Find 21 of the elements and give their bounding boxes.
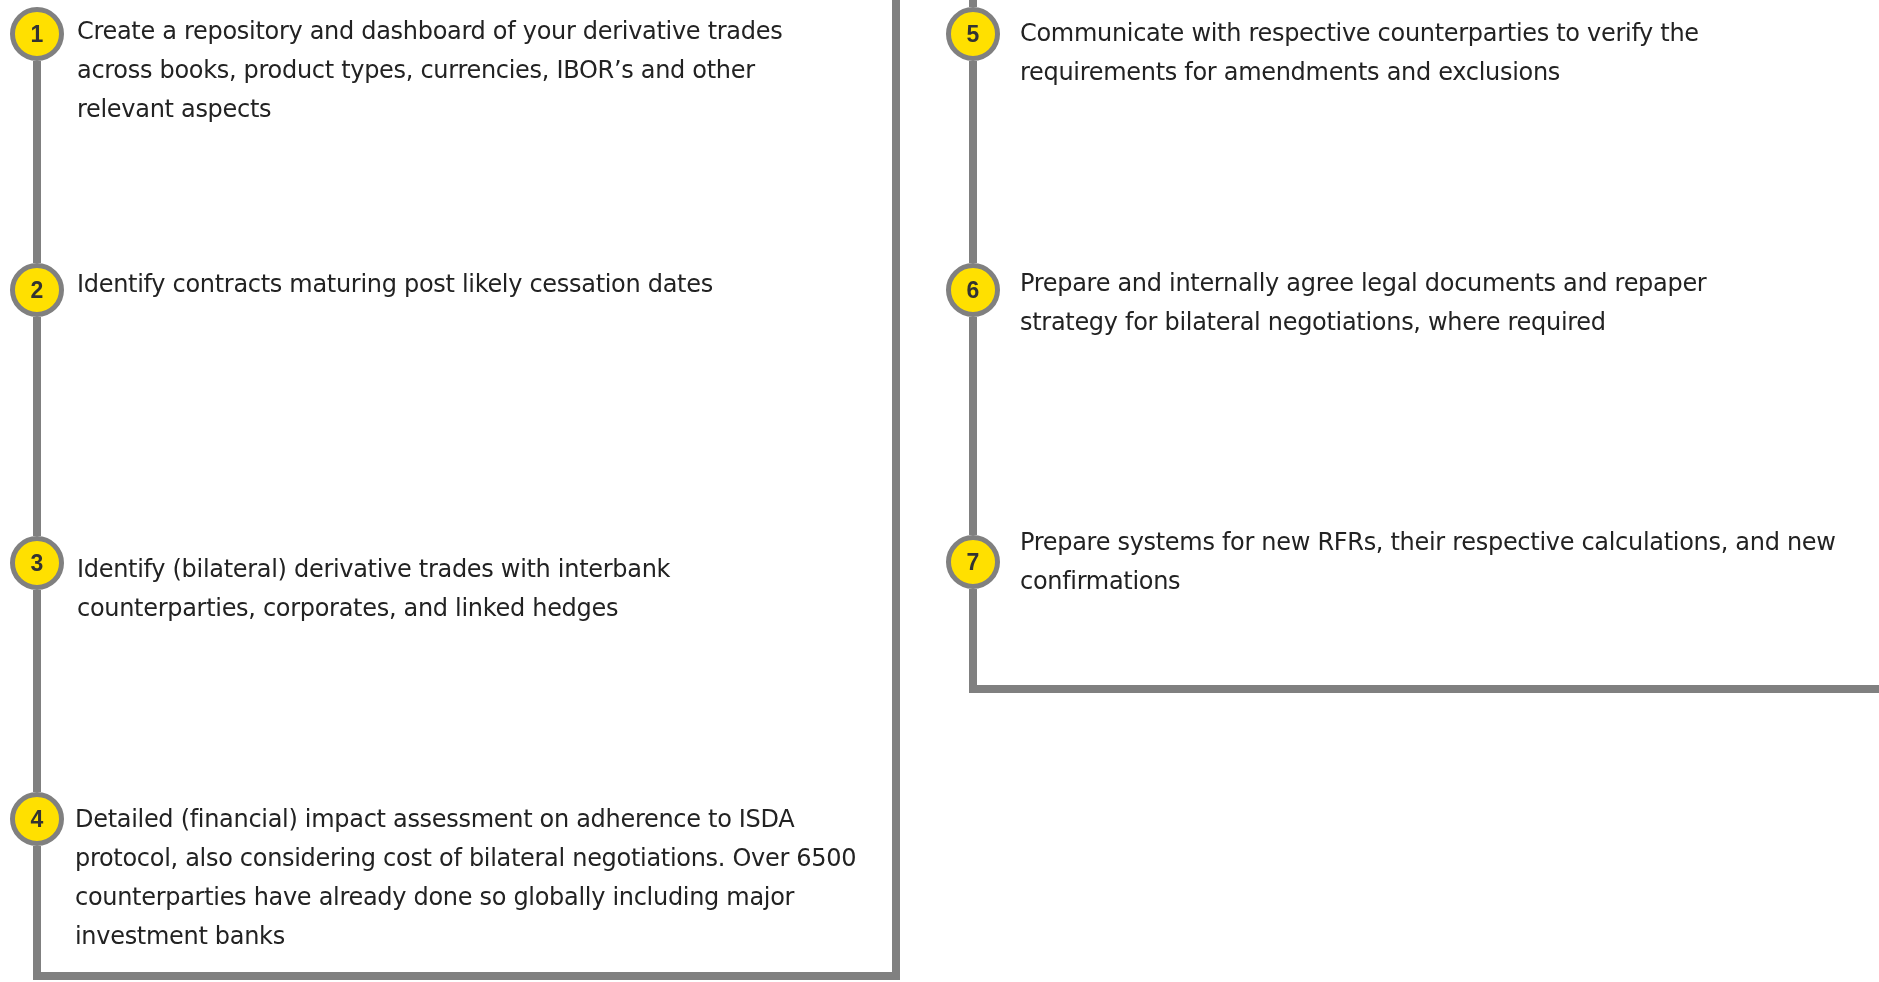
timeline-line [969, 61, 977, 263]
step-description: Create a repository and dashboard of your derivative trades across books, product types, currencies, IBOR’s and other relevant aspects [77, 16, 784, 125]
timeline-line [33, 590, 41, 792]
step-number: 2 [10, 263, 64, 317]
timeline-line [33, 61, 41, 263]
timeline-line [33, 317, 41, 536]
step-number: 4 [10, 792, 64, 846]
step-description: Detailed (financial) impact assessment on adherence to ISDA protocol, also considering cost of bilateral negotiations. Over 6500 counterparties have already done so globally including major investment banks [75, 804, 858, 952]
step-number: 5 [946, 7, 1000, 61]
step-number: 6 [946, 263, 1000, 317]
step-description: Identify (bilateral) derivative trades with interbank counterparties, corporates, and linked hedges [77, 554, 672, 624]
step-description: Prepare and internally agree legal documents and repaper strategy for bilateral negotiations, where required [1020, 268, 1708, 338]
timeline-line [969, 317, 977, 535]
step-description: Identify contracts maturing post likely cessation dates [77, 269, 714, 300]
step-number: 1 [10, 7, 64, 61]
step-description: Prepare systems for new RFRs, their respective calculations, and new confirmations [1020, 527, 1837, 597]
timeline-line [33, 0, 977, 980]
step-number: 3 [10, 536, 64, 590]
step-number: 7 [946, 535, 1000, 589]
step-description: Communicate with respective counterparties to verify the requirements for amendments and exclusions [1020, 18, 1700, 88]
timeline-line [969, 589, 1879, 693]
